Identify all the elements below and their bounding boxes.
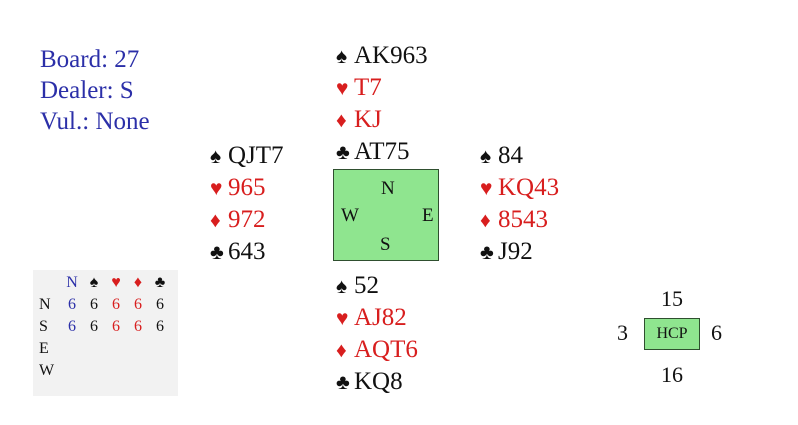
heart-icon: ♥ xyxy=(336,306,349,330)
diamond-icon: ♦ xyxy=(336,338,347,362)
hcp-east: 6 xyxy=(711,320,722,345)
row-label: E xyxy=(39,340,49,357)
cell-diamonds xyxy=(127,338,149,360)
cell-nt: 6 xyxy=(68,296,76,313)
spade-icon: ♠ xyxy=(210,144,222,168)
heart-icon: ♥ xyxy=(210,176,223,200)
cell-nt: 6 xyxy=(68,318,76,335)
heart-icon: ♥ xyxy=(336,76,349,100)
board-number: Board: 27 xyxy=(40,46,140,73)
north-hearts: ♥T7 xyxy=(336,72,428,104)
east-diamonds: ♦8543 xyxy=(480,204,559,236)
cell-hearts: 6 xyxy=(112,296,120,313)
tricks-table: N ♠ ♥ ♦ ♣ N 6 6 6 6 6 S 6 6 6 6 6 E xyxy=(37,272,171,382)
cell-clubs: 6 xyxy=(156,296,164,313)
cell-hearts xyxy=(105,338,127,360)
heart-icon: ♥ xyxy=(480,176,493,200)
west-spades: ♠QJT7 xyxy=(210,140,284,172)
spade-icon: ♠ xyxy=(89,274,99,291)
cell-clubs xyxy=(149,338,171,360)
club-icon: ♣ xyxy=(154,274,166,291)
south-diamonds: ♦AQT6 xyxy=(336,334,418,366)
row-label: S xyxy=(39,318,48,335)
west-diamonds: ♦972 xyxy=(210,204,284,236)
north-spades: ♠AK963 xyxy=(336,40,428,72)
hcp-south: 16 xyxy=(661,362,683,387)
north-clubs: ♣AT75 xyxy=(336,136,428,168)
west-hearts: ♥965 xyxy=(210,172,284,204)
hand-east: ♠84 ♥KQ43 ♦8543 ♣J92 xyxy=(480,140,559,268)
table-corner xyxy=(37,272,61,294)
spade-icon: ♠ xyxy=(336,44,348,68)
cell-diamonds xyxy=(127,360,149,382)
compass-north: N xyxy=(381,178,395,199)
diamond-icon: ♦ xyxy=(133,274,143,291)
south-clubs: ♣KQ8 xyxy=(336,366,418,398)
west-clubs: ♣643 xyxy=(210,236,284,268)
spade-icon: ♠ xyxy=(480,144,492,168)
cell-spades: 6 xyxy=(90,318,98,335)
board-info: Board: 27 Dealer: S Vul.: None xyxy=(40,44,150,137)
club-icon: ♣ xyxy=(336,140,350,164)
hcp-label: HCP xyxy=(644,318,700,350)
east-spades: ♠84 xyxy=(480,140,559,172)
hcp-display: 15 3 HCP 6 16 xyxy=(612,286,732,396)
spade-icon: ♠ xyxy=(336,274,348,298)
double-dummy-table: N ♠ ♥ ♦ ♣ N 6 6 6 6 6 S 6 6 6 6 6 E xyxy=(33,270,178,396)
table-header-row: N ♠ ♥ ♦ ♣ xyxy=(37,272,171,294)
header-notrump: N xyxy=(66,274,78,291)
cell-spades xyxy=(83,360,105,382)
hcp-west: 3 xyxy=(617,320,628,345)
table-row: E xyxy=(37,338,171,360)
cell-clubs: 6 xyxy=(156,318,164,335)
diamond-icon: ♦ xyxy=(480,208,491,232)
hand-north: ♠AK963 ♥T7 ♦KJ ♣AT75 xyxy=(336,40,428,168)
compass-box: N W E S xyxy=(333,169,439,261)
dealer: Dealer: S xyxy=(40,77,134,104)
row-label: W xyxy=(39,362,55,379)
cell-clubs xyxy=(149,360,171,382)
hand-south: ♠52 ♥AJ82 ♦AQT6 ♣KQ8 xyxy=(336,270,418,398)
cell-diamonds: 6 xyxy=(134,318,142,335)
cell-spades xyxy=(83,338,105,360)
table-row: S 6 6 6 6 6 xyxy=(37,316,171,338)
row-label: N xyxy=(39,296,51,313)
compass-west: W xyxy=(341,205,359,226)
table-row: N 6 6 6 6 6 xyxy=(37,294,171,316)
club-icon: ♣ xyxy=(480,240,494,264)
cell-diamonds: 6 xyxy=(134,296,142,313)
compass-south: S xyxy=(380,234,391,255)
hand-west: ♠QJT7 ♥965 ♦972 ♣643 xyxy=(210,140,284,268)
cell-nt xyxy=(61,360,83,382)
cell-hearts: 6 xyxy=(112,318,120,335)
south-hearts: ♥AJ82 xyxy=(336,302,418,334)
cell-spades: 6 xyxy=(90,296,98,313)
table-row: W xyxy=(37,360,171,382)
north-diamonds: ♦KJ xyxy=(336,104,428,136)
diamond-icon: ♦ xyxy=(336,108,347,132)
east-hearts: ♥KQ43 xyxy=(480,172,559,204)
heart-icon: ♥ xyxy=(111,274,121,291)
east-clubs: ♣J92 xyxy=(480,236,559,268)
hcp-north: 15 xyxy=(661,286,683,311)
vulnerability: Vul.: None xyxy=(40,108,150,135)
cell-hearts xyxy=(105,360,127,382)
south-spades: ♠52 xyxy=(336,270,418,302)
club-icon: ♣ xyxy=(336,370,350,394)
diamond-icon: ♦ xyxy=(210,208,221,232)
club-icon: ♣ xyxy=(210,240,224,264)
compass-east: E xyxy=(422,205,434,226)
cell-nt xyxy=(61,338,83,360)
